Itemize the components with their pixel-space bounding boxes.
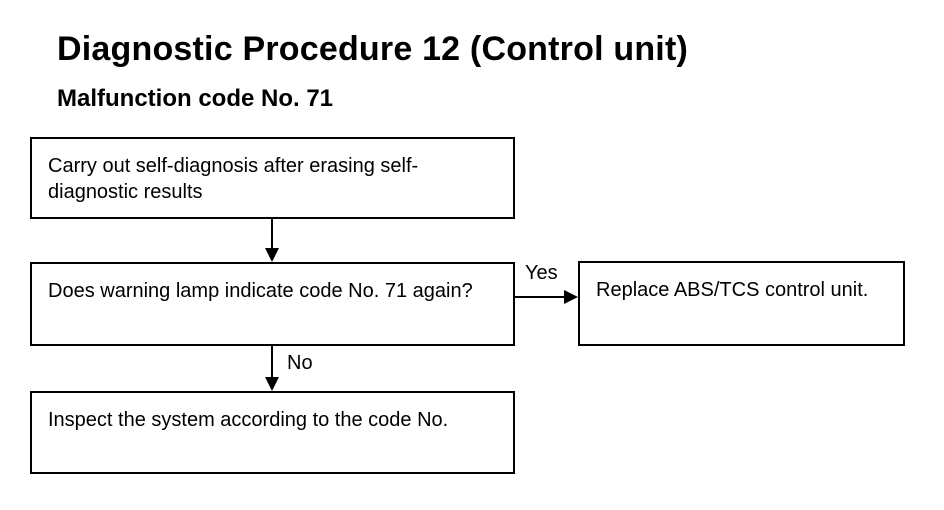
arrow-step1-to-step2	[265, 219, 279, 262]
arrow-step2-to-step3	[515, 290, 578, 304]
flowchart-decision-warning-lamp: Does warning lamp indicate code No. 71 a…	[30, 262, 515, 346]
edge-label-no: No	[287, 352, 313, 374]
flowchart-step-inspect-system: Inspect the system according to the code…	[30, 391, 515, 474]
page-title: Diagnostic Procedure 12 (Control unit)	[57, 30, 688, 68]
flowchart-step-self-diagnosis: Carry out self-diagnosis after erasing s…	[30, 137, 515, 219]
edge-label-yes: Yes	[525, 262, 558, 284]
page-subtitle: Malfunction code No. 71	[57, 85, 334, 112]
arrow-step2-to-step4	[265, 346, 279, 391]
flowchart-step-replace-control-unit: Replace ABS/TCS control unit.	[578, 261, 905, 346]
